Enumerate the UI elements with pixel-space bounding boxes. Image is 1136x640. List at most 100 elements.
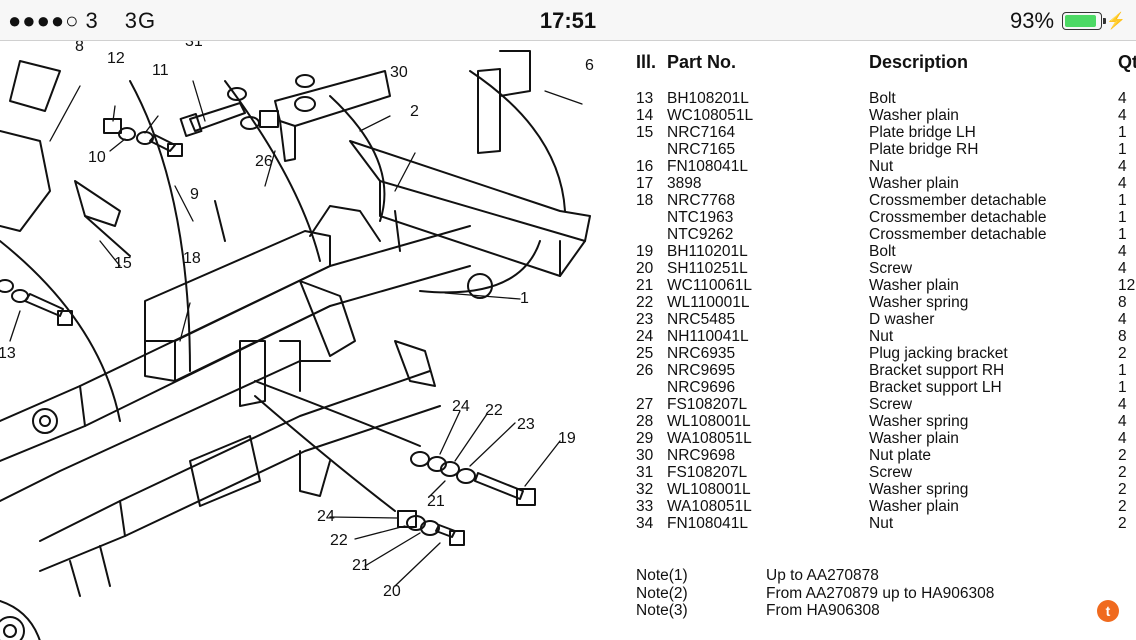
cell-description: Plate bridge RH (869, 141, 979, 158)
cell-ill: 23 (636, 311, 654, 328)
cell-part-no: WL108001L (667, 413, 751, 430)
header-part-no: Part No. (667, 52, 737, 72)
cell-part-no: NTC1963 (667, 209, 734, 226)
table-row: NTC1963 Crossmember detachable 1 (636, 209, 1136, 226)
table-row: 23 NRC5485 D washer 4 (636, 311, 1136, 328)
cell-part-no: NRC7768 (667, 192, 736, 209)
cell-ill: 26 (636, 362, 654, 379)
cell-part-no: NRC9695 (667, 362, 736, 379)
charging-icon: ⚡ (1106, 13, 1126, 30)
carrier-name: 3 (85, 8, 99, 33)
battery-fill (1065, 15, 1096, 27)
cell-part-no: NRC5485 (667, 311, 736, 328)
cell-description: Washer plain (869, 175, 959, 192)
cell-ill: 20 (636, 260, 654, 277)
callout-label: 20 (383, 583, 401, 600)
callout-label: 24 (452, 398, 470, 415)
cell-part-no: WL110001L (667, 294, 750, 311)
cell-qty: 2 (1118, 345, 1127, 362)
cell-ill: 22 (636, 294, 654, 311)
cell-description: Bolt (869, 90, 896, 107)
note-label: Note(2) (636, 584, 688, 602)
cell-qty: 2 (1118, 498, 1127, 515)
cell-ill: 15 (636, 124, 654, 141)
cell-ill: 31 (636, 464, 654, 481)
cell-ill: 33 (636, 498, 654, 515)
cell-qty: 1 (1118, 226, 1127, 243)
cell-part-no: NH110041L (667, 328, 749, 345)
signal-strength-icon: ●●●●○ (8, 8, 80, 33)
cell-description: Washer plain (869, 107, 959, 124)
cell-description: Crossmember detachable (869, 209, 1047, 226)
callout-label: 21 (427, 493, 445, 510)
callout-label: 18 (183, 250, 201, 267)
cell-description: Nut plate (869, 447, 932, 464)
cell-description: Screw (869, 396, 913, 413)
cell-qty: 4 (1118, 311, 1127, 328)
cell-description: Washer spring (869, 413, 969, 430)
cell-part-no: WC110061L (667, 277, 753, 294)
cell-description: Plate bridge LH (869, 124, 976, 141)
share-button[interactable]: t (1097, 600, 1119, 622)
cell-description: Bracket support RH (869, 362, 1005, 379)
callout-label: 24 (317, 508, 335, 525)
cell-qty: 1 (1118, 209, 1127, 226)
cell-part-no: FN108041L (667, 515, 749, 532)
cell-description: Plug jacking bracket (869, 345, 1008, 362)
cell-qty: 4 (1118, 175, 1127, 192)
cell-description: Washer plain (869, 277, 959, 294)
cell-part-no: FN108041L (667, 158, 749, 175)
callout-label: 15 (114, 255, 132, 272)
cell-qty: 2 (1118, 481, 1127, 498)
cell-part-no: WC108051L (667, 107, 754, 124)
note-text: From AA270879 up to HA906308 (766, 584, 995, 602)
callout-label: 9 (190, 186, 199, 203)
callout-label: 22 (330, 532, 348, 549)
cell-part-no: WA108051L (667, 430, 752, 447)
cell-qty: 2 (1118, 447, 1127, 464)
cell-part-no: SH110251L (667, 260, 748, 277)
chassis-exploded-diagram: 8 12 11 31 30 6 2 10 9 26 15 18 1 13 24 … (0, 41, 594, 640)
cell-part-no: NRC7164 (667, 124, 736, 141)
cell-part-no: WA108051L (667, 498, 752, 515)
cell-part-no: NTC9262 (667, 226, 734, 243)
callout-label: 10 (88, 149, 106, 166)
cell-qty: 4 (1118, 396, 1127, 413)
note-text: From HA906308 (766, 602, 880, 619)
cell-part-no: NRC9698 (667, 447, 736, 464)
cell-ill: 18 (636, 192, 654, 209)
cell-ill: 19 (636, 243, 654, 260)
cell-description: Screw (869, 260, 913, 277)
cell-part-no: WL108001L (667, 481, 751, 498)
callout-label: 31 (185, 41, 203, 50)
callout-label: 6 (585, 57, 594, 74)
battery-icon (1062, 12, 1107, 30)
cell-qty: 12 (1118, 277, 1136, 294)
cell-qty: 4 (1118, 243, 1127, 260)
callout-label: 30 (390, 64, 408, 81)
cell-description: Washer plain (869, 430, 959, 447)
chassis-frame (0, 140, 591, 597)
cell-description: D washer (869, 311, 935, 328)
cell-ill: 14 (636, 107, 654, 124)
cell-part-no: 3898 (667, 175, 702, 192)
callout-label: 8 (75, 41, 84, 55)
cell-ill: 17 (636, 175, 654, 192)
cell-description: Washer spring (869, 481, 969, 498)
status-right: 93% ⚡ (1010, 8, 1126, 34)
cell-part-no: FS108207L (667, 464, 748, 481)
